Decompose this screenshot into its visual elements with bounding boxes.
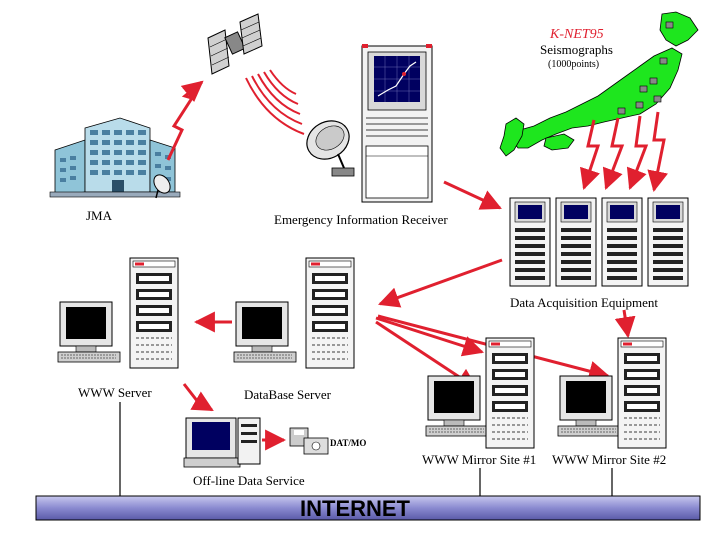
daq-to-database-arrow	[378, 258, 503, 308]
data-acquisition-equipment-icon	[509, 197, 689, 287]
receiver-dish-icon	[306, 120, 355, 177]
daq-to-mirror2-arrow	[614, 309, 636, 339]
internet-connection-lines	[119, 402, 613, 496]
dat-mo-label: DAT/MO	[330, 438, 366, 448]
points-label: (1000points)	[548, 59, 599, 70]
mirror1-label: WWW Mirror Site #1	[422, 452, 536, 467]
offline-data-service-icon	[183, 417, 261, 468]
satellite-icon	[207, 13, 263, 75]
radio-waves-icon	[245, 69, 305, 135]
mirror-site-1-icon	[425, 337, 535, 449]
receiver-terminal-icon	[361, 44, 433, 203]
japan-map-icon	[499, 11, 699, 157]
seismograph-signal-arrows	[580, 111, 669, 193]
knet-title: K-NET95	[549, 27, 604, 42]
dat-mo-media-icon	[289, 427, 329, 455]
www-to-offline-arrow	[182, 383, 214, 412]
satellite-dish-icon	[153, 174, 171, 199]
uplink-signal-arrow	[166, 80, 204, 161]
www-server-icon	[57, 257, 179, 369]
mirror-site-2-icon	[557, 337, 667, 449]
jma-label: JMA	[86, 208, 113, 223]
jma-building-icon	[49, 117, 181, 198]
database-server-label: DataBase Server	[244, 387, 332, 402]
seismographs-label: Seismographs	[540, 42, 613, 57]
internet-bar	[35, 495, 701, 521]
www-server-label: WWW Server	[78, 385, 152, 400]
internet-label: INTERNET	[300, 496, 411, 521]
daq-label: Data Acquisition Equipment	[510, 295, 658, 310]
database-server-icon	[233, 257, 355, 369]
database-to-mirror1-arrow	[375, 316, 484, 357]
mirror2-label: WWW Mirror Site #2	[552, 452, 666, 467]
receiver-to-daq-arrow	[443, 180, 502, 210]
offline-label: Off-line Data Service	[193, 473, 305, 488]
receiver-label: Emergency Information Receiver	[274, 212, 448, 227]
